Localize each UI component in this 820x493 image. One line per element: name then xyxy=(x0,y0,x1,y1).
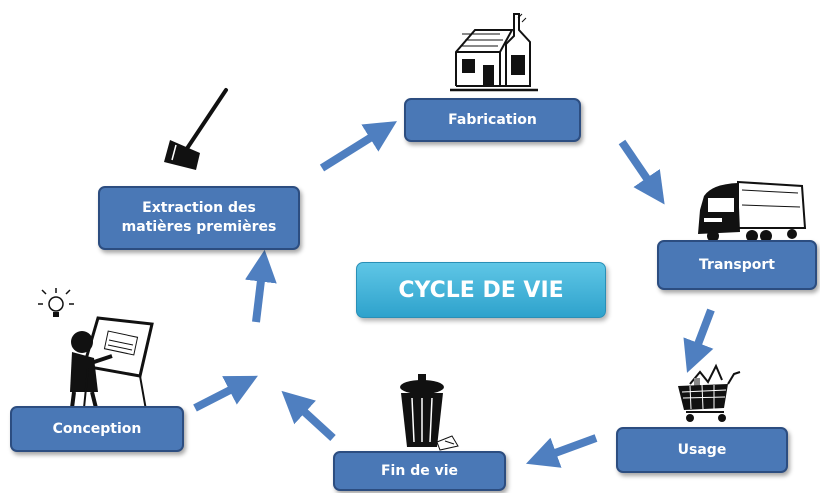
step-extraction-label: Extraction des matières premières xyxy=(121,200,277,235)
cycle-title: CYCLE DE VIE xyxy=(356,262,606,318)
step-transport-label: Transport xyxy=(699,256,775,273)
step-usage: Usage xyxy=(616,427,788,473)
factory-icon xyxy=(450,13,538,92)
arrow-transport-to-usage xyxy=(683,308,715,373)
designer-drafting-icon xyxy=(38,288,154,411)
arrow-fabrication-to-transport xyxy=(618,139,665,205)
shovel-icon xyxy=(164,88,228,170)
cycle-title-label: CYCLE DE VIE xyxy=(398,277,564,303)
step-fin-de-vie: Fin de vie xyxy=(333,451,506,491)
step-fabrication: Fabrication xyxy=(404,98,581,142)
shopping-cart-icon xyxy=(678,363,741,422)
arrow-conception-to-center xyxy=(193,375,258,412)
arrow-up-to-extraction xyxy=(244,249,277,323)
arrow-fin-de-vie-to-conception xyxy=(281,390,336,441)
step-fabrication-label: Fabrication xyxy=(448,111,537,128)
step-extraction: Extraction des matières premières xyxy=(98,186,300,250)
truck-icon xyxy=(698,180,807,242)
step-transport: Transport xyxy=(657,240,817,290)
step-conception: Conception xyxy=(10,406,184,452)
step-fin-de-vie-label: Fin de vie xyxy=(380,462,458,479)
arrow-usage-to-fin-de-vie xyxy=(525,434,598,468)
arrow-extraction-to-fabrication xyxy=(319,121,397,172)
step-usage-label: Usage xyxy=(677,441,727,458)
step-conception-label: Conception xyxy=(52,420,142,437)
trash-can-icon xyxy=(400,374,459,451)
